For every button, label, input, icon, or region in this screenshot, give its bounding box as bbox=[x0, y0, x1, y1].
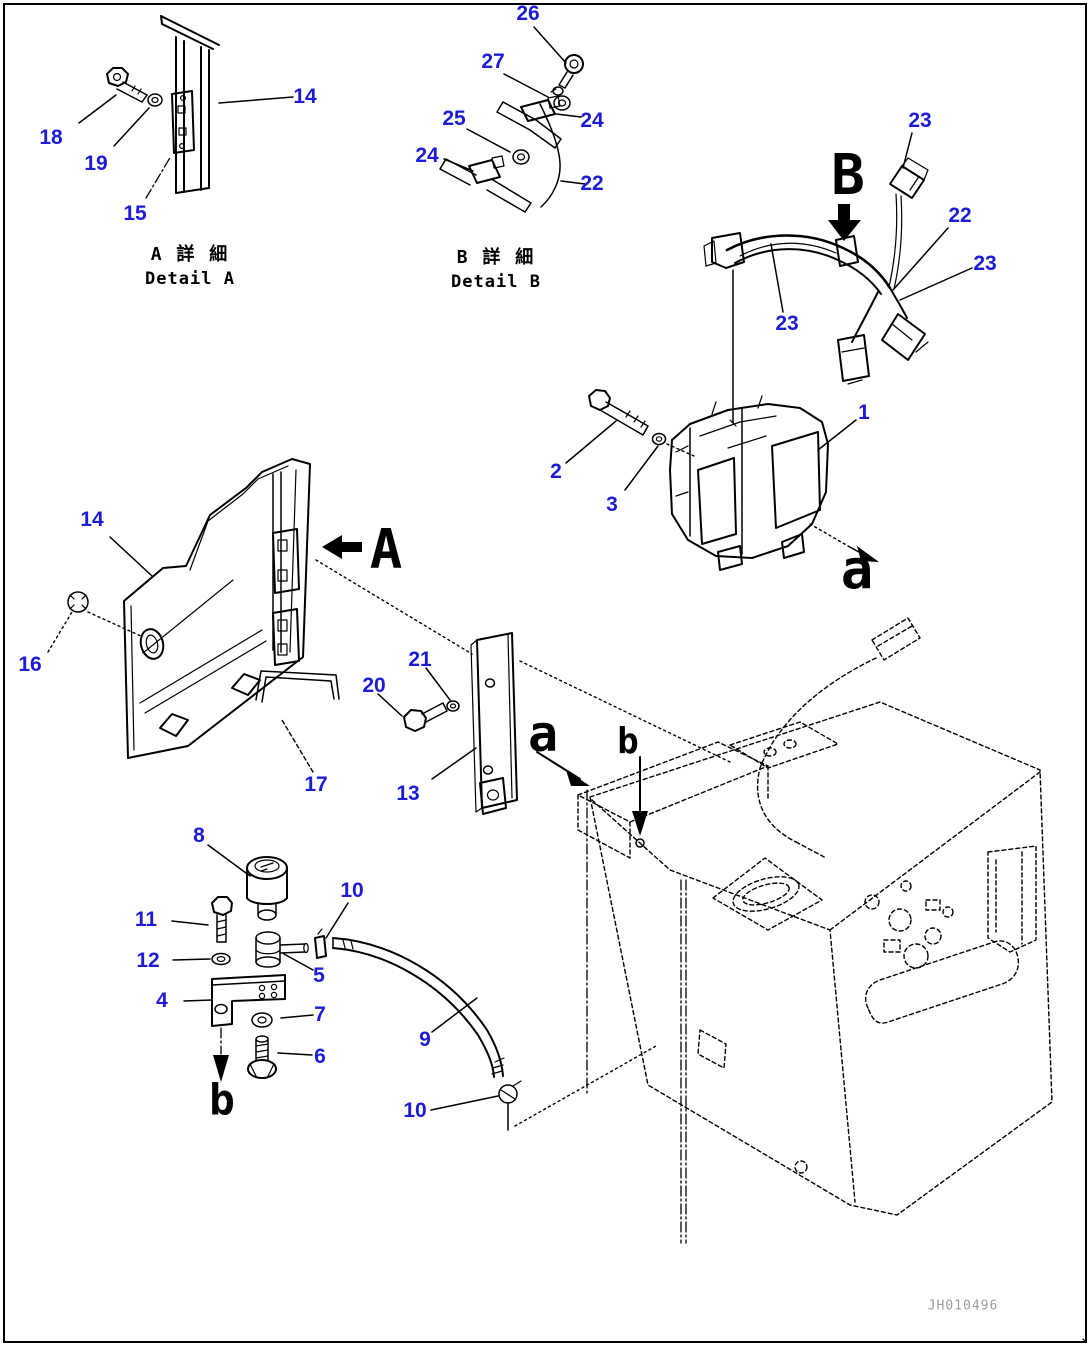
detail-a-caption-local: A 詳 細 bbox=[150, 244, 230, 265]
direction-arrows bbox=[536, 751, 648, 848]
part-callout-16-18: 16 bbox=[18, 653, 42, 676]
part-callout-27-5: 27 bbox=[481, 50, 505, 73]
part-callout-26-4: 26 bbox=[516, 2, 540, 25]
part-callout-4-28: 4 bbox=[156, 989, 168, 1012]
part-callout-9-31: 9 bbox=[419, 1028, 431, 1051]
part-callout-24-7: 24 bbox=[580, 109, 604, 132]
breather-group-drawing bbox=[171, 844, 349, 1082]
tank-harness-connector bbox=[871, 617, 921, 661]
part-callout-15-2: 15 bbox=[123, 202, 147, 225]
bolt-26 bbox=[564, 54, 584, 74]
part-callout-6-30: 6 bbox=[314, 1045, 326, 1068]
part-callout-22-9: 22 bbox=[580, 172, 604, 195]
part-callout-7-29: 7 bbox=[314, 1003, 326, 1026]
harness-drawing bbox=[703, 132, 973, 424]
view-letter-B-1: B bbox=[831, 143, 865, 208]
washer-3 bbox=[651, 432, 667, 446]
nut-12 bbox=[211, 952, 231, 966]
harness-clamp bbox=[835, 235, 859, 267]
wire-22 bbox=[539, 103, 561, 208]
panel-hole bbox=[139, 628, 165, 660]
part-callout-20-20: 20 bbox=[362, 674, 386, 697]
clamp-24-upper bbox=[520, 99, 556, 122]
harness-connector-left bbox=[711, 232, 745, 269]
part-callout-11-25: 11 bbox=[134, 908, 158, 931]
part-callout-25-6: 25 bbox=[442, 107, 466, 130]
hinge-cutout-lower bbox=[272, 608, 300, 666]
part-callout-1-14: 1 bbox=[858, 401, 870, 424]
bolt-11 bbox=[211, 896, 233, 916]
bolt-2 bbox=[588, 389, 611, 411]
part-callout-12-26: 12 bbox=[136, 949, 160, 972]
part-callout-19-1: 19 bbox=[84, 152, 108, 175]
detail-b-drawing bbox=[439, 26, 586, 213]
view-letter-b-4: b bbox=[617, 721, 639, 762]
part-callout-10-32: 10 bbox=[403, 1099, 427, 1122]
clamp-10-upper bbox=[314, 935, 327, 959]
bolt-18 bbox=[106, 67, 129, 87]
part-callout-10-24: 10 bbox=[340, 879, 364, 902]
hose-drawing bbox=[332, 937, 657, 1131]
direction-a-mid-arrow-icon bbox=[566, 770, 590, 786]
part-callout-13-22: 13 bbox=[396, 782, 420, 805]
detail-a-caption: A 詳 細 Detail A bbox=[145, 240, 235, 289]
detail-b-caption: B 詳 細 Detail B bbox=[451, 243, 541, 292]
detail-b-caption-en: Detail B bbox=[451, 272, 541, 292]
part-callout-23-12: 23 bbox=[973, 252, 997, 275]
watermark: JH010496 bbox=[927, 1298, 999, 1314]
section-a-arrow-icon bbox=[322, 535, 362, 559]
valve-assembly-drawing bbox=[565, 389, 879, 571]
washer-21 bbox=[446, 700, 460, 712]
detail-a-drawing bbox=[78, 15, 294, 199]
washer-27 bbox=[553, 95, 571, 111]
part-callout-18-0: 18 bbox=[39, 126, 63, 149]
detail-a-caption-en: Detail A bbox=[145, 269, 235, 289]
frame-corner-tick bbox=[1082, 1338, 1087, 1343]
bolt-20 bbox=[403, 709, 427, 732]
direction-b-arrow-icon bbox=[213, 1055, 229, 1082]
detail-b-caption-local: B 詳 細 bbox=[456, 247, 536, 268]
direction-a-arrow-icon bbox=[857, 546, 879, 562]
harness-connector-right bbox=[881, 313, 926, 361]
bracket-4 bbox=[211, 974, 286, 1027]
washer-7 bbox=[251, 1012, 273, 1028]
tank-ghost-drawing bbox=[577, 617, 1053, 1244]
hinge-15 bbox=[171, 90, 195, 154]
part-callout-17-21: 17 bbox=[304, 773, 328, 796]
section-b-arrow-icon bbox=[828, 204, 861, 241]
view-letter-a-3: a bbox=[527, 705, 559, 763]
part-callout-23-13: 23 bbox=[775, 312, 799, 335]
part-callout-22-11: 22 bbox=[948, 204, 972, 227]
bracket-13-drawing bbox=[377, 632, 518, 815]
hose-9 bbox=[332, 937, 504, 1077]
part-callout-14-17: 14 bbox=[80, 508, 104, 531]
harness-connector-bottom bbox=[837, 334, 870, 382]
view-letter-a-2: a bbox=[840, 538, 874, 601]
part-callout-3-16: 3 bbox=[606, 493, 618, 516]
rod-17 bbox=[255, 670, 340, 701]
view-letter-b-5: b bbox=[209, 1075, 235, 1126]
view-letter-A-0: A bbox=[369, 518, 403, 581]
part-callout-8-23: 8 bbox=[193, 824, 205, 847]
part-callout-14-3: 14 bbox=[293, 85, 317, 108]
washer-19 bbox=[147, 93, 163, 107]
panel-drawing bbox=[47, 458, 731, 773]
part-callout-23-10: 23 bbox=[908, 109, 932, 132]
direction-b-mid-arrow-icon bbox=[632, 811, 648, 836]
harness-connector-top bbox=[889, 165, 925, 199]
grommet-16 bbox=[67, 591, 89, 613]
part-callout-5-27: 5 bbox=[313, 964, 325, 987]
part-callout-24-8: 24 bbox=[415, 144, 439, 167]
hinge-cutout-upper bbox=[272, 528, 300, 594]
fitting-5 bbox=[255, 931, 281, 945]
washer-25 bbox=[512, 149, 530, 165]
part-callout-2-15: 2 bbox=[550, 460, 562, 483]
part-callout-21-19: 21 bbox=[408, 648, 432, 671]
clamp-24-lower bbox=[468, 159, 501, 184]
